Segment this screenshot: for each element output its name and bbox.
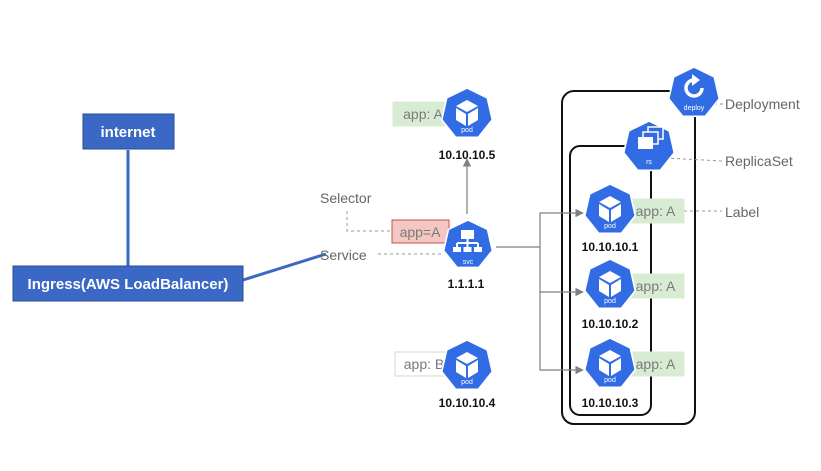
pod-top: app: A pod 10.10.10.5 [392, 87, 496, 162]
pod-ip: 10.10.10.2 [582, 317, 639, 331]
replicaset-callout: ReplicaSet [725, 153, 793, 169]
pod-ip: 10.10.10.4 [439, 396, 496, 410]
deploy-icon: deploy [667, 66, 721, 118]
selector-callout-line [346, 211, 393, 232]
pod-icon: pod [583, 183, 637, 235]
ingress-label: Ingress(AWS LoadBalancer) [28, 276, 229, 293]
pod-label-text: app: A [636, 278, 676, 294]
pod-icon-label: pod [604, 298, 616, 305]
rs-icon: rs [622, 120, 676, 172]
pod-label-text: app: A [403, 106, 443, 122]
pod-label-tag [626, 273, 685, 299]
pod-3: app: A pod 10.10.10.3 [582, 337, 685, 410]
deployment-callout: Deployment [725, 96, 800, 112]
rs-icon-label: rs [646, 159, 652, 166]
label-callout: Label [725, 204, 759, 220]
pod-ip: 10.10.10.5 [439, 148, 496, 162]
ingress-node: Ingress(AWS LoadBalancer) [12, 265, 244, 302]
pod-icon: pod [583, 337, 637, 389]
svc-to-pod-1-arrow [496, 208, 584, 248]
replicaset-callout-line [664, 157, 723, 162]
selector-value: app=A [400, 224, 442, 240]
pod-icon-label: pod [461, 127, 473, 134]
pod-ip: 10.10.10.3 [582, 396, 639, 410]
pod-label-text: app: B [404, 356, 444, 372]
pod-icon-label: pod [461, 379, 473, 386]
pod-2: app: A pod 10.10.10.2 [582, 258, 685, 331]
pod-1: app: A pod 10.10.10.1 [582, 183, 685, 254]
pod-icon: pod [440, 339, 494, 391]
deploy-icon-label: deploy [684, 105, 705, 112]
pod-b: app: B pod 10.10.10.4 [394, 339, 496, 410]
pod-ip: 10.10.10.1 [582, 240, 639, 254]
pod-label-tag [626, 351, 685, 377]
internet-label: internet [100, 124, 155, 141]
service-ip: 1.1.1.1 [448, 277, 485, 291]
svc-to-pod-3-arrow [539, 292, 584, 375]
svc-icon-label: svc [463, 259, 474, 266]
pod-icon-label: pod [604, 377, 616, 384]
internet-node: internet [82, 113, 175, 150]
pod-label-text: app: A [636, 356, 676, 372]
selector-callout: Selector [320, 190, 372, 206]
pod-label-text: app: A [636, 203, 676, 219]
pod-icon: pod [440, 87, 494, 139]
pod-label-tag [626, 198, 685, 224]
pod-icon-label: pod [604, 223, 616, 230]
pod-icon: pod [583, 258, 637, 310]
service-callout: Service [320, 247, 367, 263]
ingress-service-link [242, 252, 327, 282]
svc-icon: svc [442, 219, 494, 269]
deployment-frame [561, 90, 696, 425]
